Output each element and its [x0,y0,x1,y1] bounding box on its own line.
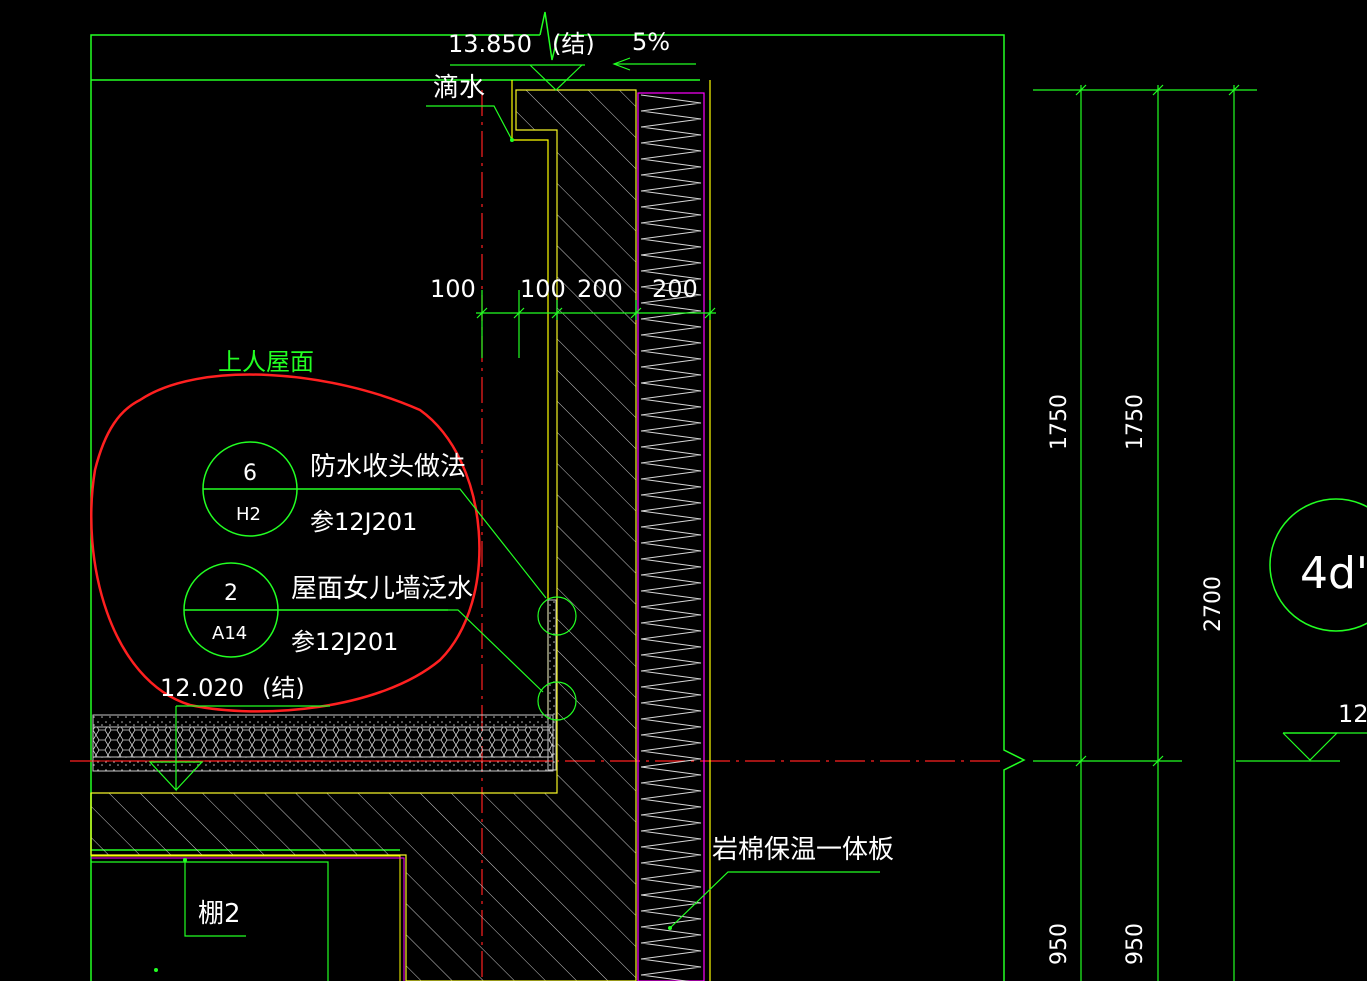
right-elevation-marker [1282,732,1339,761]
callout-parapet-flashing: 2 A14 屋面女儿墙泛水 参12J201 [183,562,577,721]
drip-nose [511,80,549,720]
rock-wool-insulation [637,92,705,981]
top-elevation-note: (结) [552,30,595,58]
dim-v-b-1: 1750 [1123,394,1148,450]
callout-2-number: 2 [224,581,238,606]
dim-h-1: 100 [430,275,476,303]
revision-cloud [90,373,481,713]
vertical-dimensions [1033,84,1340,981]
callout-1-title: 防水收头做法 [310,452,466,482]
dim-h-4: 200 [652,275,698,303]
dim-h-3: 200 [577,275,623,303]
axis-bubble [1269,498,1367,632]
slope-arrow-icon [612,57,696,71]
lower-beam-outline [91,855,405,981]
dim-v-total: 2700 [1201,576,1226,632]
right-elevation-text: 12. [1338,700,1367,728]
callout-1-sheet: H2 [236,504,261,525]
break-line [539,11,600,61]
top-elevation-marker [529,64,583,91]
floor-elevation-note: (结) [262,674,305,702]
callout-2-title: 屋面女儿墙泛水 [291,574,473,604]
horizontal-dimensions [476,290,716,358]
roof-type-label: 上人屋面 [218,348,314,376]
roof-layers [92,599,557,772]
parapet-wall [90,89,637,981]
insulation-label: 岩棉保温一体板 [712,835,894,865]
floor-elevation-text: 12.020 [160,674,244,702]
callout-1-ref: 参12J201 [310,508,417,536]
dim-v-a-1: 1750 [1047,394,1072,450]
callout-2-ref: 参12J201 [291,628,398,656]
canopy-label: 棚2 [198,899,241,929]
callout-1-number: 6 [243,461,257,486]
axis-bubble-label: 4d' [1300,548,1367,599]
callout-2-sheet: A14 [212,623,247,644]
dim-v-a-2: 950 [1047,923,1072,965]
floor-elevation-marker [148,706,204,792]
dim-h-2: 100 [520,275,566,303]
top-elevation-text: 13.850 [448,30,532,58]
slope-text: 5% [632,28,670,56]
callout-waterproof-termination: 6 H2 防水收头做法 参12J201 [202,441,577,636]
dim-v-b-2: 950 [1123,923,1148,965]
drip-label: 滴水 [433,73,485,103]
